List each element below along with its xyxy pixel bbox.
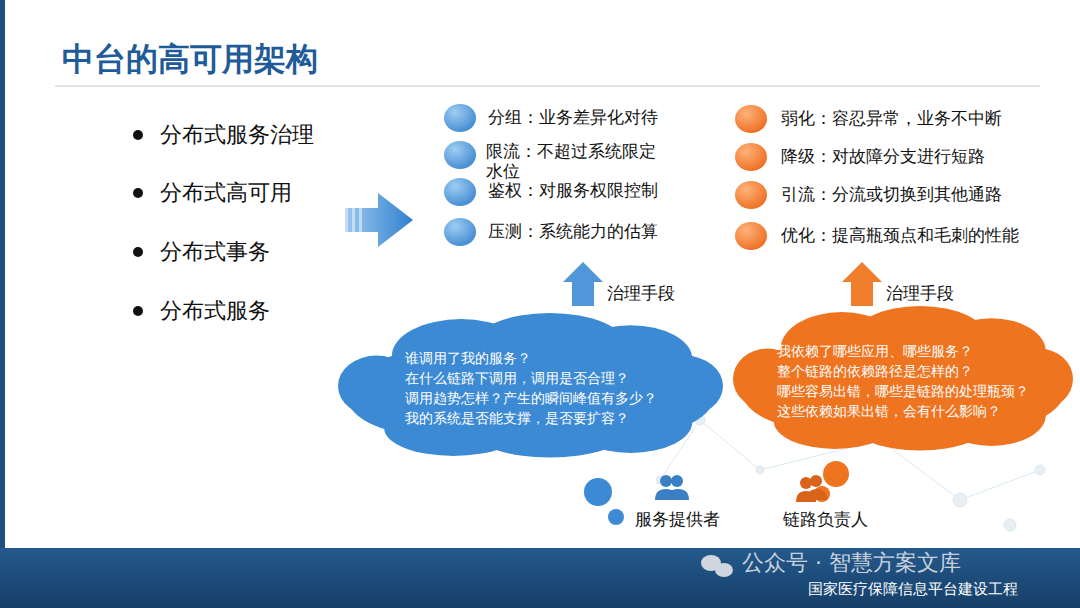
means-label: 治理手段 xyxy=(607,283,675,303)
resilience-item: 降级：对故障分支进行短路 xyxy=(781,146,985,166)
slide-title: 中台的高可用架构 xyxy=(62,40,318,78)
side-strip xyxy=(0,0,5,548)
orange-dots xyxy=(735,105,767,250)
footer-text: 国家医疗保障信息平台建设工程 xyxy=(808,580,1018,598)
cloud-text-box: 谁调用了我的服务？在什么链路下调用，调用是否合理？调用趋势怎样？产生的瞬间峰值有… xyxy=(405,348,657,428)
resilience-item: 弱化：容忍异常，业务不中断 xyxy=(781,108,1002,128)
bullet-item: 分布式服务治理 xyxy=(160,122,314,148)
resilience-item: 引流：分流或切换到其他通路 xyxy=(781,184,1002,204)
bullet-item: 分布式高可用 xyxy=(160,180,292,206)
bullet-dots xyxy=(133,130,143,316)
governance-item: 限流：不超过系统限定水位 xyxy=(486,141,668,182)
question-line: 哪些容易出错，哪些是链路的处理瓶颈？ xyxy=(777,381,1029,401)
cloud-text-box: 我依赖了哪些应用、哪些服务？整个链路的依赖路径是怎样的？哪些容易出错，哪些是链路… xyxy=(777,341,1029,421)
means-label: 治理手段 xyxy=(886,283,954,303)
cloud-puff xyxy=(1005,349,1073,410)
footer-band xyxy=(0,548,1080,608)
question-line: 我依赖了哪些应用、哪些服务？ xyxy=(777,341,1029,361)
up-arrow xyxy=(842,262,882,306)
role-label: 服务提供者 xyxy=(635,509,720,529)
question-line: 谁调用了我的服务？ xyxy=(405,348,657,368)
question-line: 这些依赖如果出错，会有什么影响？ xyxy=(777,401,1029,421)
arrow-stripes xyxy=(345,208,362,232)
cloud-puff xyxy=(338,356,415,417)
wechat-icon xyxy=(701,555,733,577)
bullet-item: 分布式服务 xyxy=(160,298,270,324)
question-line: 在什么链路下调用，调用是否合理？ xyxy=(405,368,657,388)
person-icon xyxy=(655,475,689,500)
question-line: 整个链路的依赖路径是怎样的？ xyxy=(777,361,1029,381)
question-cloud: 谁调用了我的服务？在什么链路下调用，调用是否合理？调用趋势怎样？产生的瞬间峰值有… xyxy=(338,310,723,462)
watermark: 公众号 · 智慧方案文库 xyxy=(742,550,961,576)
blue-dots xyxy=(444,104,476,246)
up-arrow xyxy=(563,262,603,306)
question-cloud: 我依赖了哪些应用、哪些服务？整个链路的依赖路径是怎样的？哪些容易出错，哪些是链路… xyxy=(733,303,1073,455)
title-rule xyxy=(55,86,1040,87)
person-icon xyxy=(796,475,827,502)
governance-item: 鉴权：对服务权限控制 xyxy=(488,180,658,200)
role-label: 链路负责人 xyxy=(783,509,868,529)
resilience-item: 优化：提高瓶颈点和毛刺的性能 xyxy=(781,225,1019,245)
cloud-puff xyxy=(646,356,723,417)
question-line: 我的系统是否能支撑，是否要扩容？ xyxy=(405,408,657,428)
bullet-item: 分布式事务 xyxy=(160,239,270,265)
governance-item: 压测：系统能力的估算 xyxy=(488,221,658,241)
governance-item: 分组：业务差异化对待 xyxy=(488,107,658,127)
big-arrow xyxy=(345,193,413,247)
question-line: 调用趋势怎样？产生的瞬间峰值有多少？ xyxy=(405,388,657,408)
thought-bubbles xyxy=(584,478,624,525)
